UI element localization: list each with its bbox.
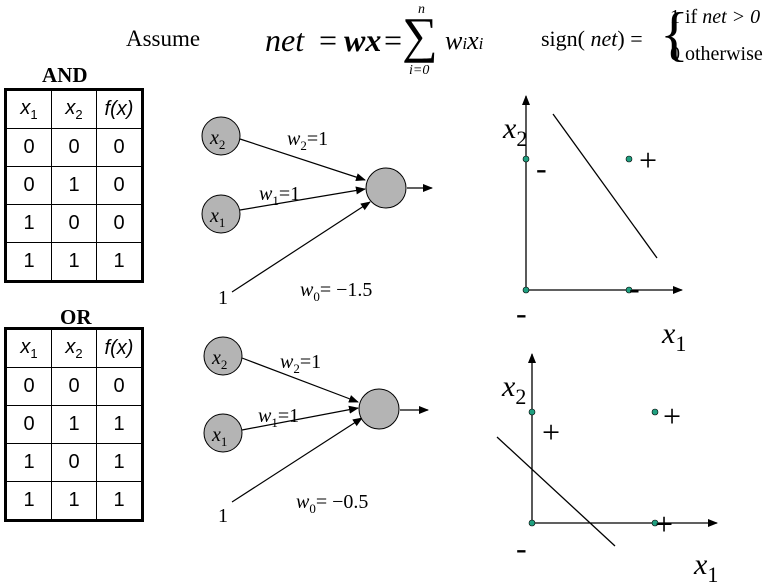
decision-boundary: [496, 436, 616, 547]
data-points: + + - +: [516, 398, 681, 566]
weight-w0-label: w0= −1.5: [300, 279, 372, 304]
point-class-label: -: [629, 270, 640, 306]
net-lhs: net: [265, 22, 305, 58]
output-node: [358, 388, 400, 430]
sign-case-1: 1 if net > 0: [670, 6, 761, 28]
edge-w2: [241, 357, 359, 403]
edge-w0: [231, 417, 363, 503]
data-point: [625, 286, 633, 294]
input-node-x2: [203, 336, 243, 376]
cell: 1: [96, 481, 143, 521]
cell: 1: [5, 242, 52, 282]
edge-w2: [239, 138, 366, 181]
cell: 0: [51, 128, 97, 167]
brace-icon: {: [660, 1, 689, 67]
data-point: [522, 286, 530, 294]
data-point: [528, 519, 536, 527]
data-point: [651, 519, 659, 527]
y-axis-label: x2: [501, 370, 526, 409]
cell: 1: [96, 405, 143, 444]
bias-input-label: 1: [218, 287, 228, 309]
table-header-row: x1 x2 f(x): [5, 89, 143, 129]
point-class-label: +: [655, 506, 673, 542]
cell: 1: [5, 481, 52, 521]
assume-label: Assume: [126, 26, 201, 51]
sign-function: sign( net) =: [541, 26, 643, 51]
weight-w2-label: w2=1: [287, 128, 328, 153]
net-equals-2: =: [384, 22, 403, 58]
and-decision-plot: x2 x1 - + - -: [502, 95, 686, 356]
and-perceptron: x2 x1 1 w2=1 w1=1 w0= −1.5: [201, 116, 433, 309]
weight-w1-label: w1=1: [259, 183, 300, 208]
cell: 0: [51, 367, 97, 406]
cell: 1: [51, 481, 97, 521]
bias-input-label: 1: [218, 505, 228, 527]
or-perceptron: x2 x1 1 w2=1 w1=1 w0= −0.5: [203, 336, 429, 527]
sign-case-2: 0 otherwise: [670, 43, 763, 65]
point-class-label: -: [516, 295, 527, 331]
edge-w1: [241, 405, 359, 431]
or-decision-plot: x2 x1 + + - +: [496, 353, 718, 584]
x-axis-label: x1: [661, 317, 686, 356]
sum-upper-limit: n: [418, 2, 425, 17]
point-class-label: +: [639, 142, 657, 178]
weight-w2-label: w2=1: [280, 351, 321, 376]
or-title: OR: [60, 305, 92, 329]
weight-w0-label: w0= −0.5: [296, 491, 368, 516]
data-points: - + - -: [516, 142, 657, 331]
cell: 0: [5, 128, 52, 167]
input-node-x2: [201, 116, 241, 156]
data-point: [625, 155, 633, 163]
cell: 0: [96, 166, 143, 205]
decision-boundary: [552, 113, 658, 259]
input-node-x1: [201, 194, 241, 234]
output-node: [365, 167, 407, 209]
and-title: AND: [42, 63, 88, 87]
col-x1: x1: [5, 89, 52, 129]
cell: 1: [96, 443, 143, 482]
weight-w1-label: w1=1: [258, 405, 299, 430]
sum-term: wixi: [445, 26, 484, 55]
data-point: [522, 155, 530, 163]
cell: 1: [96, 242, 143, 282]
point-class-label: -: [536, 150, 547, 186]
cell: 0: [96, 128, 143, 167]
x-axis-label: x1: [693, 548, 718, 584]
net-wx: wx: [344, 22, 382, 58]
point-class-label: +: [663, 398, 681, 434]
data-point: [651, 408, 659, 416]
point-class-label: -: [516, 530, 527, 566]
col-fx: f(x): [96, 328, 143, 368]
sum-lower-limit: i=0: [409, 63, 430, 78]
edge-w0: [231, 201, 371, 293]
data-point: [528, 408, 536, 416]
col-fx: f(x): [96, 89, 143, 129]
cell: 1: [5, 204, 52, 243]
input-node-x1: [203, 413, 243, 453]
cell: 0: [51, 443, 97, 482]
edge-w1: [239, 186, 366, 211]
y-axis-label: x2: [502, 112, 527, 151]
summation-icon: ∑: [402, 7, 438, 63]
net-equals-1: =: [319, 22, 338, 58]
point-class-label: +: [542, 414, 560, 450]
cell: 0: [96, 367, 143, 406]
